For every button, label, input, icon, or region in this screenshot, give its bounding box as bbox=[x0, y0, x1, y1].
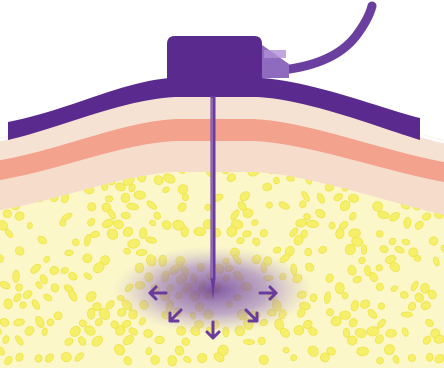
fat-cell bbox=[340, 311, 351, 320]
needle-icon bbox=[211, 96, 216, 300]
fat-cell bbox=[367, 326, 379, 336]
fat-cell bbox=[266, 202, 273, 209]
fat-cell bbox=[329, 222, 335, 229]
fat-cell bbox=[134, 191, 145, 199]
fat-cell bbox=[243, 339, 254, 345]
fat-cell bbox=[155, 336, 165, 344]
fat-cell bbox=[343, 328, 350, 338]
fat-cell bbox=[139, 228, 147, 239]
fat-cell bbox=[20, 302, 27, 309]
fat-cell bbox=[320, 352, 330, 362]
fat-cell bbox=[178, 184, 188, 194]
fat-cell bbox=[182, 194, 189, 201]
fat-cell bbox=[357, 347, 369, 356]
fat-cell bbox=[376, 283, 384, 291]
patch-pump-icon bbox=[167, 36, 289, 83]
fat-cell bbox=[0, 255, 4, 263]
fat-cell bbox=[12, 270, 19, 282]
fat-cell bbox=[273, 177, 279, 184]
skin-tissue bbox=[0, 90, 444, 368]
fat-cell bbox=[136, 249, 147, 256]
fat-cell bbox=[304, 248, 311, 256]
fat-cell bbox=[65, 250, 73, 256]
fat-cell bbox=[105, 195, 113, 202]
fat-cell bbox=[181, 227, 189, 237]
tubing-icon bbox=[282, 6, 372, 70]
fat-cell bbox=[414, 255, 421, 262]
fat-cell bbox=[303, 213, 311, 220]
fat-cell bbox=[335, 283, 345, 294]
fat-cell bbox=[349, 229, 361, 238]
fat-cell bbox=[87, 308, 95, 319]
fat-cell bbox=[361, 245, 367, 255]
fat-cell bbox=[376, 264, 383, 271]
fat-cell bbox=[408, 354, 415, 361]
fat-cell bbox=[426, 353, 434, 362]
fat-cell bbox=[194, 227, 206, 236]
fat-cell bbox=[168, 355, 177, 366]
fat-cell bbox=[401, 312, 412, 318]
